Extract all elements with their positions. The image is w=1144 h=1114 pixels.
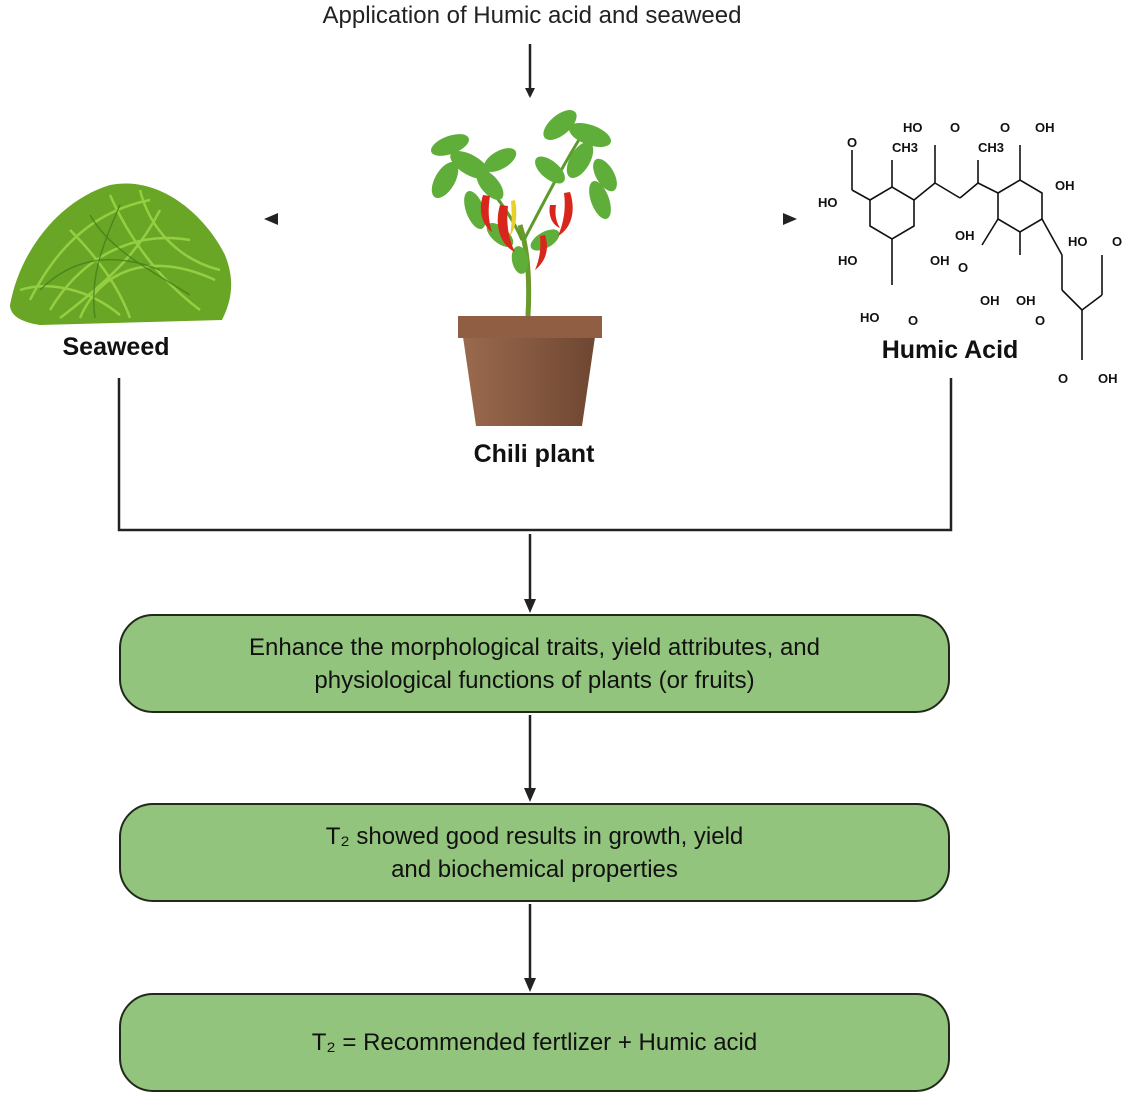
svg-text:O: O	[1058, 371, 1068, 386]
arrow-to-humic-acid	[667, 213, 797, 225]
box-text-line: Enhance the morphological traits, yield …	[249, 633, 820, 661]
seaweed-illustration	[10, 183, 232, 325]
svg-text:OH: OH	[1016, 293, 1036, 308]
svg-text:O: O	[1035, 313, 1045, 328]
outcome-box-t2-definition: T₂ = Recommended fertlizer + Humic acid	[119, 993, 950, 1092]
outcome-box-enhance-traits: Enhance the morphological traits, yield …	[119, 614, 950, 713]
arrow-to-seaweed	[264, 213, 390, 225]
svg-text:OH: OH	[1098, 371, 1118, 386]
chili-plant-label: Chili plant	[473, 440, 595, 468]
svg-text:HO: HO	[838, 253, 858, 268]
svg-text:OH: OH	[955, 228, 975, 243]
humic-acid-label: Humic Acid	[881, 336, 1019, 364]
svg-text:HO: HO	[860, 310, 880, 325]
flower-pot	[458, 316, 602, 426]
arrow-box1-to-box2	[524, 715, 536, 802]
svg-text:CH3: CH3	[892, 140, 918, 155]
svg-text:OH: OH	[930, 253, 950, 268]
svg-text:O: O	[847, 135, 857, 150]
chili-plant-illustration	[430, 110, 617, 317]
svg-text:O: O	[1000, 120, 1010, 135]
svg-text:HO: HO	[818, 195, 838, 210]
box-text-line: and biochemical properties	[391, 855, 678, 883]
svg-text:OH: OH	[1055, 178, 1075, 193]
svg-text:O: O	[950, 120, 960, 135]
outcome-box-t2-results: T₂ showed good results in growth, yield …	[119, 803, 950, 902]
humic-acid-structure-icon	[851, 145, 1103, 360]
svg-text:OH: OH	[980, 293, 1000, 308]
arrow-box2-to-box3	[524, 904, 536, 992]
box-text-line: T₂ = Recommended fertlizer + Humic acid	[311, 1029, 758, 1056]
seaweed-label: Seaweed	[62, 333, 170, 361]
svg-text:HO: HO	[1068, 234, 1088, 249]
box-text-line: T₂ showed good results in growth, yield	[325, 822, 744, 850]
diagram-title: Application of Humic acid and seaweed	[322, 2, 742, 29]
svg-text:HO: HO	[903, 120, 923, 135]
svg-text:OH: OH	[1035, 120, 1055, 135]
box-text-line: physiological functions of plants (or fr…	[314, 666, 755, 694]
svg-text:CH3: CH3	[978, 140, 1004, 155]
connector-bracket	[117, 378, 953, 532]
svg-text:O: O	[958, 260, 968, 275]
svg-text:O: O	[908, 313, 918, 328]
svg-text:O: O	[1112, 234, 1122, 249]
arrow-bracket-to-box1	[524, 534, 536, 613]
